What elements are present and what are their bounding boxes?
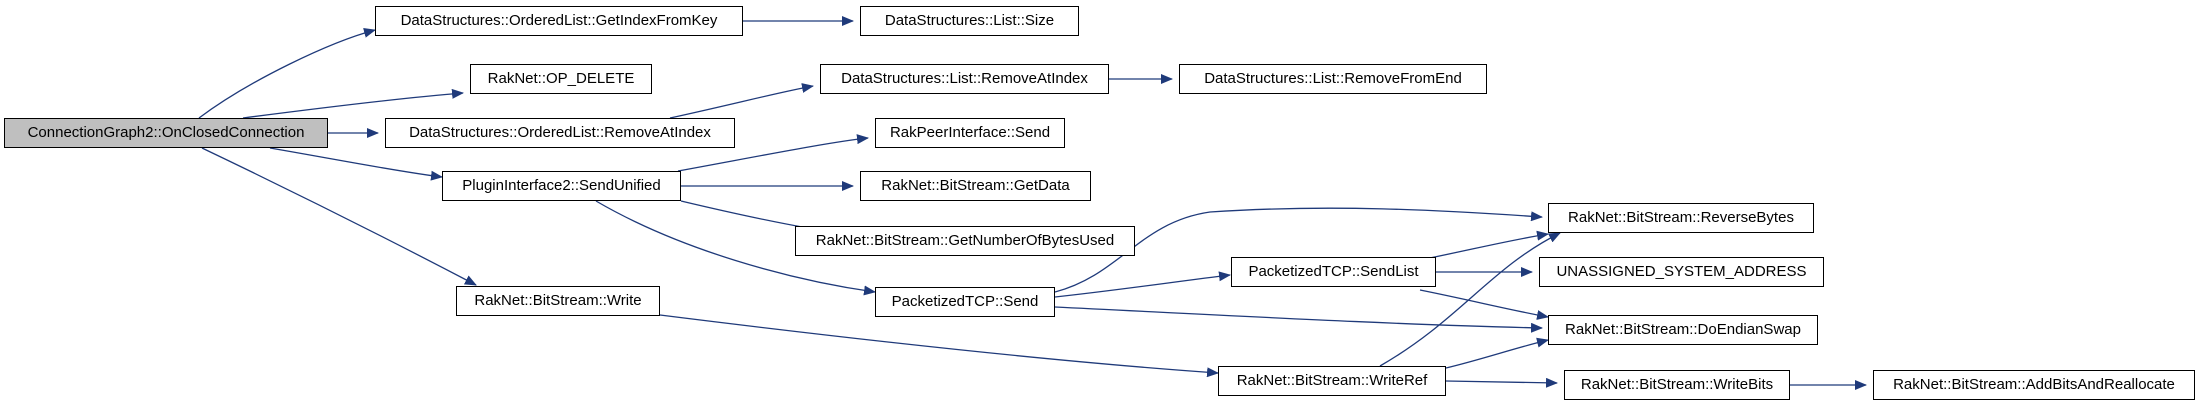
edge-sendlist-to-reversebytes	[1419, 230, 1549, 261]
node-rakpeerinterface-send[interactable]: RakPeerInterface::Send	[875, 118, 1065, 148]
node-orderedlist-removeatindex[interactable]: DataStructures::OrderedList::RemoveAtInd…	[385, 118, 735, 148]
node-bitstream-writebits[interactable]: RakNet::BitStream::WriteBits	[1564, 370, 1790, 400]
node-orderedlist-getindexfromkey[interactable]: DataStructures::OrderedList::GetIndexFro…	[375, 6, 743, 36]
edge-sendunified-to-ptcpsend	[595, 200, 876, 296]
node-bitstream-write[interactable]: RakNet::BitStream::Write	[456, 286, 660, 316]
node-unassigned-system-address[interactable]: UNASSIGNED_SYSTEM_ADDRESS	[1539, 257, 1824, 287]
node-list-removefromend[interactable]: DataStructures::List::RemoveFromEnd	[1179, 64, 1487, 94]
node-root-onclosedconnection[interactable]: ConnectionGraph2::OnClosedConnection	[4, 118, 328, 148]
node-bitstream-addbitsandreallocate[interactable]: RakNet::BitStream::AddBitsAndReallocate	[1873, 370, 2195, 400]
edge-root-to-opdelete	[242, 88, 464, 119]
node-bitstream-reversebytes[interactable]: RakNet::BitStream::ReverseBytes	[1548, 203, 1814, 233]
edge-sendunified-to-rakpeersend	[677, 134, 869, 172]
edge-root-to-bswrite	[201, 147, 477, 286]
node-plugininterface2-sendunified[interactable]: PluginInterface2::SendUnified	[442, 171, 681, 201]
node-packetizedtcp-sendlist[interactable]: PacketizedTCP::SendList	[1231, 257, 1436, 287]
edge-ptcpsend-to-sendlist	[1054, 271, 1231, 298]
edge-root-to-getindex	[198, 28, 376, 119]
node-list-removeatindex[interactable]: DataStructures::List::RemoveAtIndex	[820, 64, 1109, 94]
edge-writeref-to-reversebytes	[1379, 232, 1561, 367]
node-bitstream-doendianswap[interactable]: RakNet::BitStream::DoEndianSwap	[1548, 315, 1818, 345]
edge-writeref-to-writebits	[1445, 377, 1558, 388]
edge-ptcpsend-to-endianswap	[1054, 306, 1543, 333]
node-packetizedtcp-send[interactable]: PacketizedTCP::Send	[875, 287, 1055, 317]
node-list-size[interactable]: DataStructures::List::Size	[860, 6, 1079, 36]
edge-olremoveat-to-listremoveat	[669, 83, 814, 119]
node-op-delete[interactable]: RakNet::OP_DELETE	[470, 64, 652, 94]
edge-bswrite-to-writeref	[659, 314, 1219, 378]
node-bitstream-writeref[interactable]: RakNet::BitStream::WriteRef	[1218, 366, 1446, 396]
edge-writeref-to-endianswap	[1445, 337, 1549, 369]
node-bitstream-getnumberofbytesused[interactable]: RakNet::BitStream::GetNumberOfBytesUsed	[795, 226, 1135, 256]
edge-root-to-sendunified	[269, 147, 443, 181]
node-bitstream-getdata[interactable]: RakNet::BitStream::GetData	[860, 171, 1091, 201]
edge-sendlist-to-endianswap	[1419, 289, 1549, 320]
edge-ptcpsend-to-reversebytes	[1054, 207, 1543, 293]
